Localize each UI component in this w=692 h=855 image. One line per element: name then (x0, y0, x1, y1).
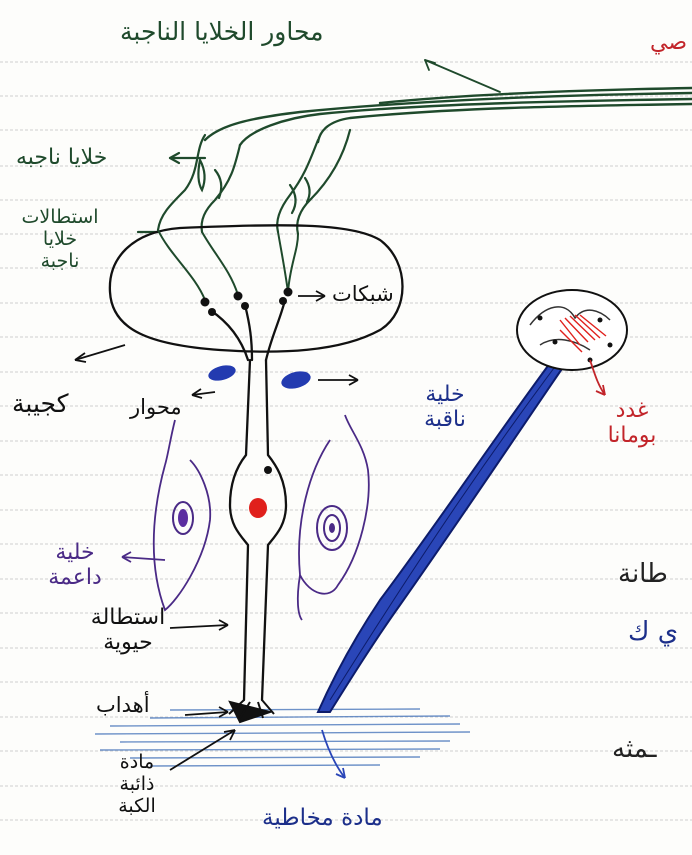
mitral-dot (264, 466, 272, 474)
label-mucus-2: ذائبة (82, 774, 192, 796)
margin-fragment-3: ـمثه (612, 735, 656, 765)
label-dendrite-2: حيوية (68, 630, 188, 655)
label-receptor-axons: استطالات خلايا ناجبة (10, 207, 110, 273)
margin-fragment-top: صي (650, 30, 687, 55)
label-nerve-fibers: محاور الخلايا الناجبة (120, 18, 324, 47)
label-supporting-cell: خلية داعمة (25, 540, 125, 591)
label-dendrite: استطالة حيوية (68, 605, 188, 656)
label-supporting-cell-1: خلية (25, 540, 125, 565)
label-mucus-3: الكبة (82, 796, 192, 818)
label-mucus-1: مادة (82, 752, 192, 774)
nerve-fibers (205, 60, 692, 145)
label-receptor-axons-3: ناجبة (10, 251, 110, 273)
receptor-cells (138, 130, 350, 234)
label-receptor-cell-2: ناقبة (395, 407, 495, 432)
label-mucus: مادة ذائبة الكبة (82, 752, 192, 818)
label-odorant: مادة مخاطية (262, 805, 383, 831)
label-receptor-cell: خلية ناقبة (395, 382, 495, 433)
cilia (229, 700, 274, 722)
label-receptor-axons-2: خلايا (10, 229, 110, 251)
label-synapses: شبكات (332, 282, 394, 306)
label-receptor-axons-1: استطالات (10, 207, 110, 229)
nucleus (249, 498, 267, 518)
label-receptor-cells: خلايا ناجبه (16, 145, 107, 170)
label-receptor-cell-1: خلية (395, 382, 495, 407)
label-supporting-cell-2: داعمة (25, 565, 125, 590)
margin-fragment-2: ي ك (628, 618, 678, 648)
bowman-gland (517, 290, 627, 370)
label-bowman-gland-2: بومانا (582, 423, 682, 448)
axon-oval-left (207, 363, 238, 384)
margin-fragment-1: طانة (618, 560, 668, 590)
glomerulus-arrow (75, 345, 125, 360)
label-glomerulus: كجيبة (12, 390, 69, 419)
glomerulus-axons (158, 230, 298, 300)
mitral-cell (210, 300, 286, 700)
label-bowman-gland: غدد بومانا (582, 398, 682, 449)
label-axon: محوار (130, 395, 182, 419)
label-bowman-gland-1: غدد (582, 398, 682, 423)
label-cilia: أهداب (96, 693, 150, 717)
label-dendrite-1: استطالة (68, 605, 188, 630)
